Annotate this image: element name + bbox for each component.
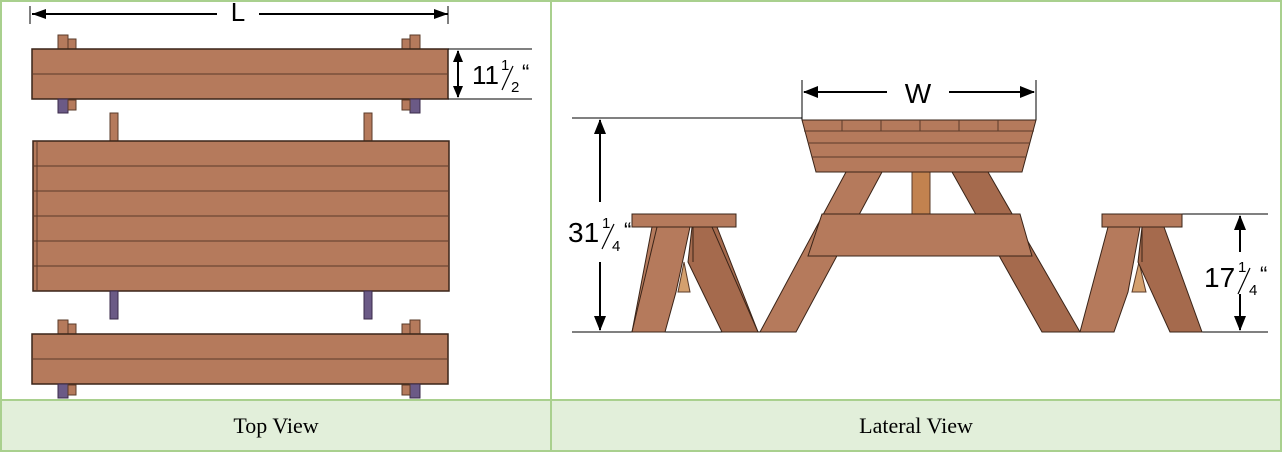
- right-bench: [1079, 213, 1203, 333]
- left-bench: [631, 213, 759, 333]
- table-leg-upper-right: [363, 112, 373, 142]
- table-frame: [759, 119, 1081, 333]
- bench-width-dimension: 11 1 2 “: [448, 48, 532, 100]
- table-height-num: 1: [602, 215, 610, 232]
- bench-width-den: 2: [511, 79, 519, 96]
- table-top-profile: [801, 119, 1037, 173]
- table-leg-lower-left: [109, 290, 119, 320]
- bench-height-whole: 17: [1204, 262, 1235, 293]
- bench-width-mark: “: [522, 60, 529, 85]
- table-height-whole: 31: [568, 217, 599, 248]
- cross-brace: [807, 213, 1033, 257]
- table-height-dimension: 31 1 4 “: [562, 117, 802, 333]
- table-top: [32, 140, 450, 292]
- bench-height-num: 1: [1238, 259, 1246, 276]
- caption-top-view-text: Top View: [233, 412, 319, 438]
- bench-height-den: 4: [1249, 282, 1257, 299]
- table-leg-lower-right: [363, 290, 373, 320]
- caption-lateral-view-text: Lateral View: [859, 412, 973, 438]
- table-height-den: 4: [612, 238, 620, 255]
- table-leg-upper-left: [109, 112, 119, 142]
- table-height-mark: “: [624, 218, 631, 243]
- lower-bench: [31, 319, 449, 399]
- lateral-view-drawing: W 31 1 4 “: [562, 78, 1280, 333]
- upper-bench: [31, 34, 449, 114]
- length-label: L: [231, 2, 245, 27]
- width-label: W: [905, 78, 932, 109]
- caption-lateral-view: Lateral View: [550, 399, 1282, 452]
- bench-width-num: 1: [501, 57, 509, 74]
- length-dimension: L: [29, 0, 449, 27]
- bench-height-mark: “: [1260, 262, 1267, 287]
- width-dimension: W: [801, 78, 1037, 120]
- bench-height-dimension: 17 1 4 “: [1182, 213, 1280, 333]
- top-view-panel: L 11: [0, 0, 552, 401]
- center-post: [911, 171, 931, 218]
- bench-width-whole: 11: [472, 60, 499, 90]
- lateral-view-panel: W 31 1 4 “: [550, 0, 1282, 401]
- caption-top-view: Top View: [0, 399, 552, 452]
- top-view-drawing: L 11: [29, 0, 532, 399]
